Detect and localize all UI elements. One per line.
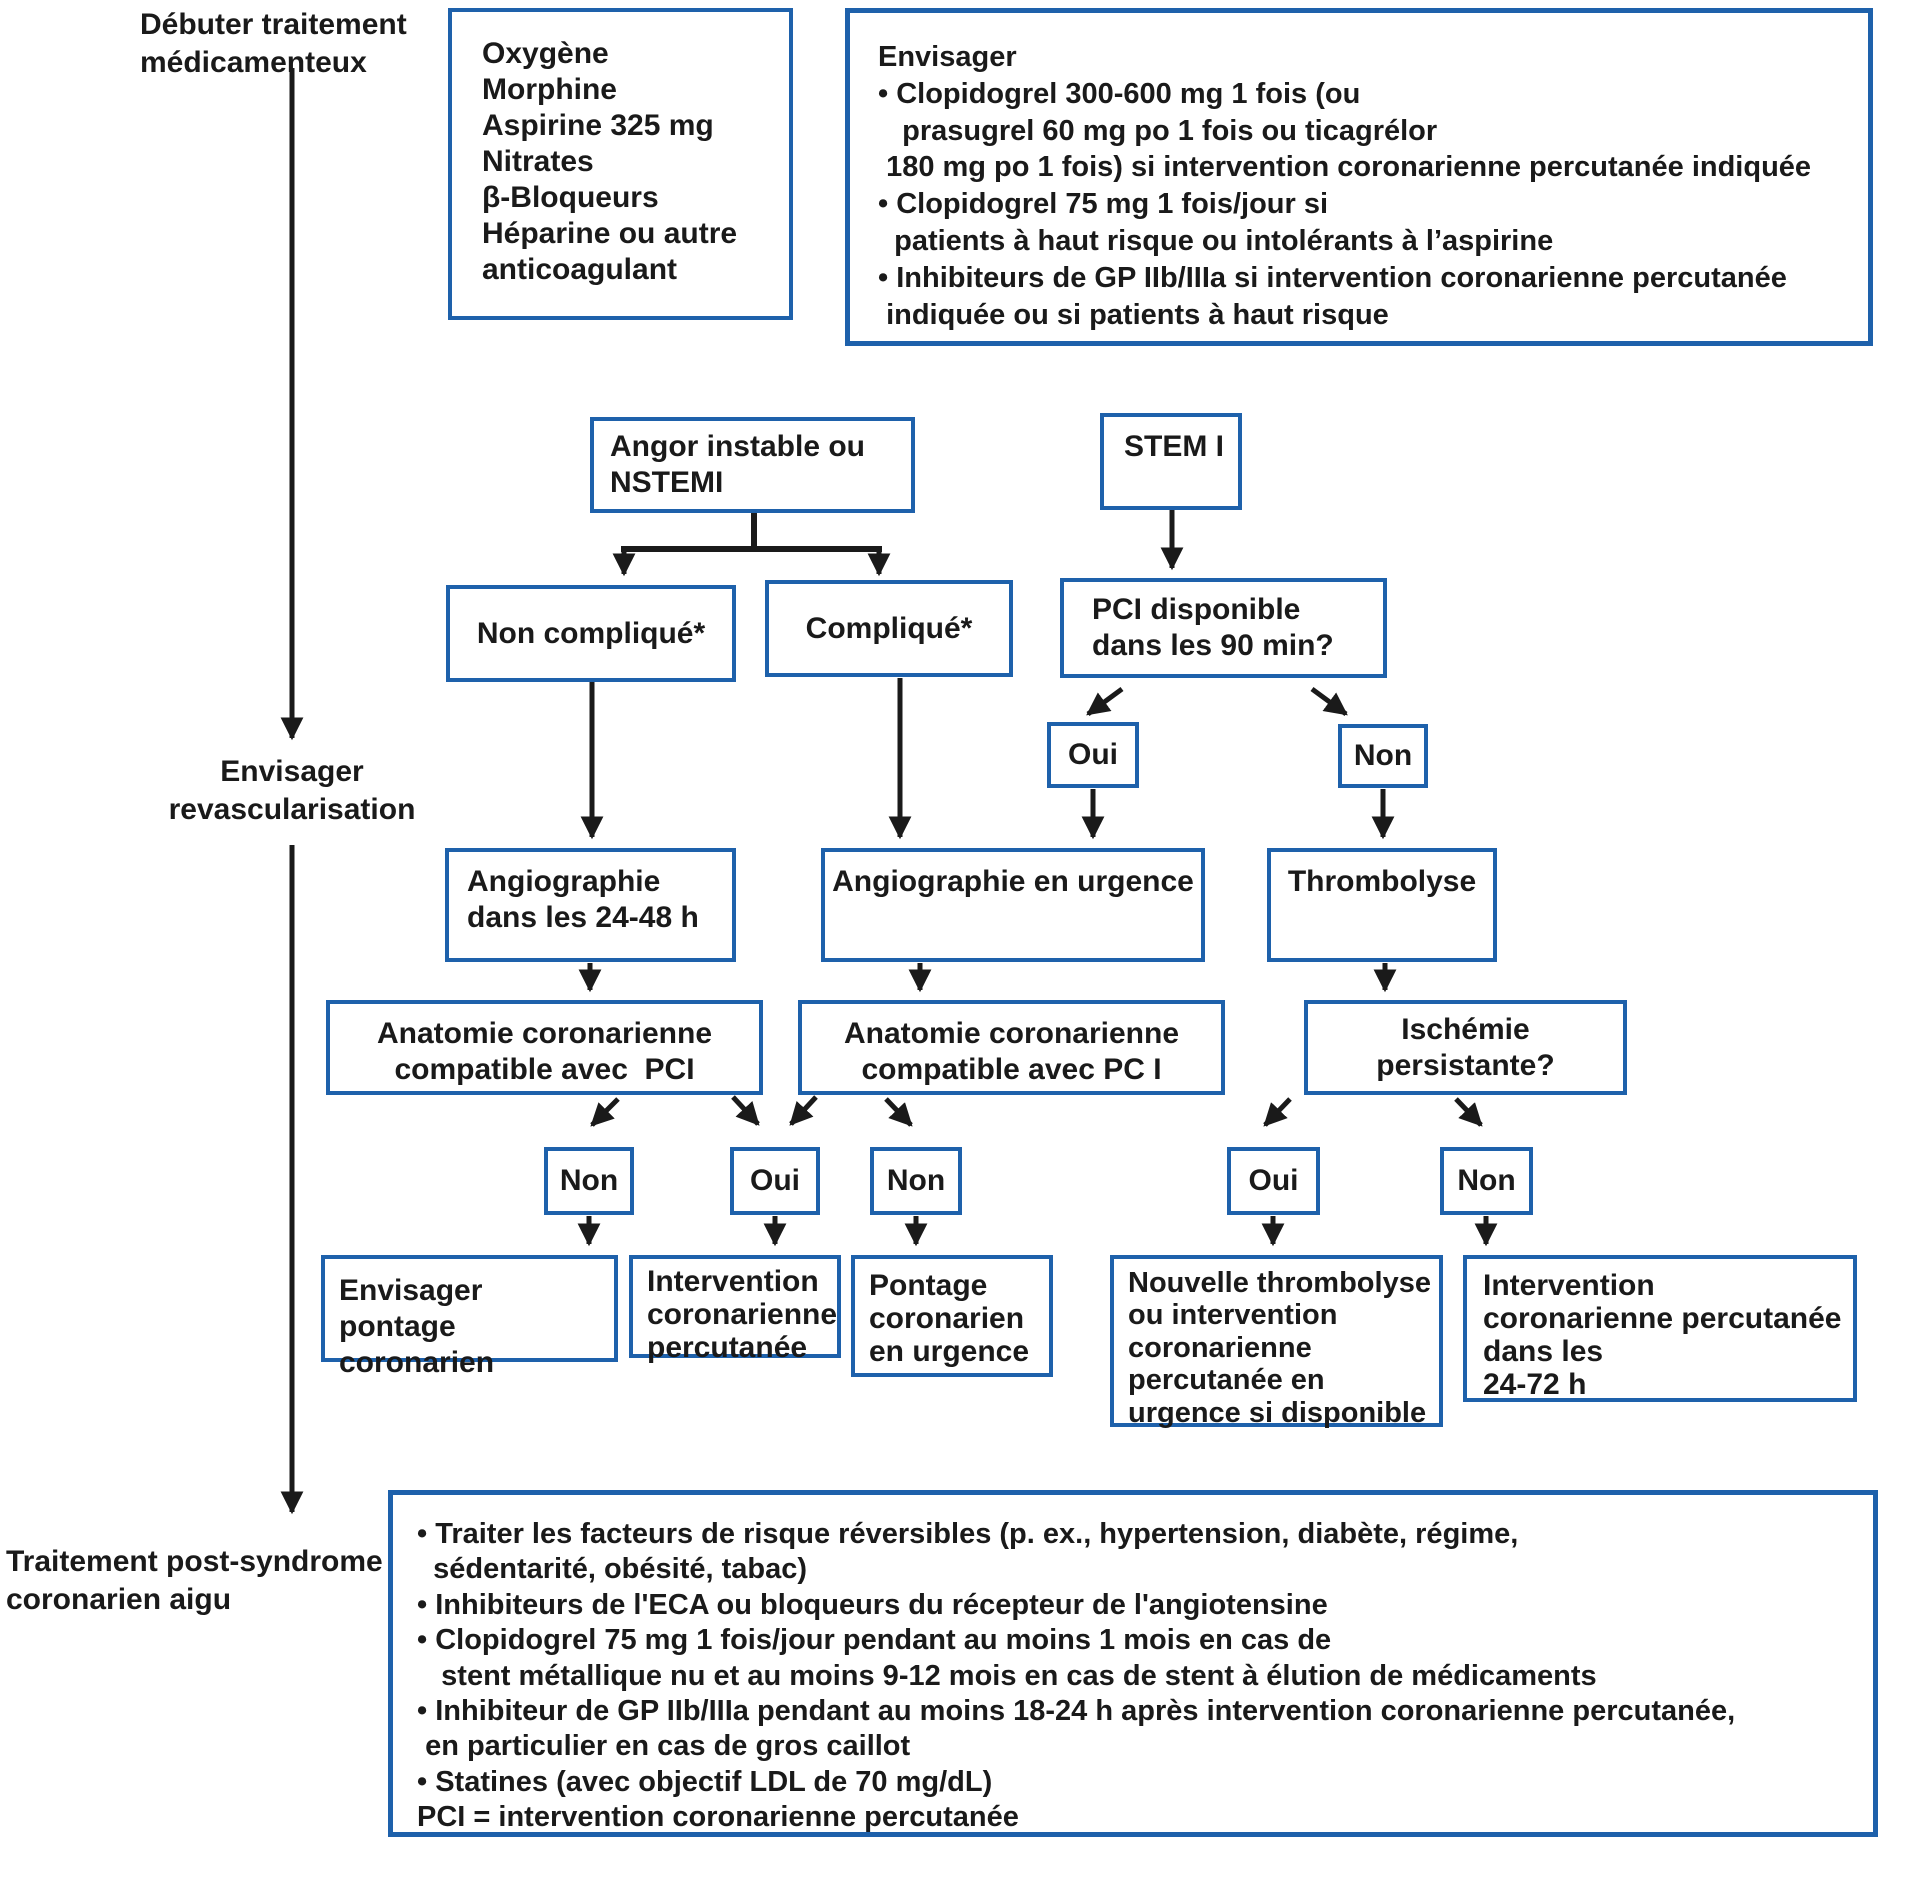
box-uncomplicated: Non compliqué* <box>446 585 736 682</box>
box-persistent-ischemia: Ischémie persistante? <box>1304 1000 1627 1095</box>
arrow-pci-to-oui <box>1086 686 1124 717</box>
arrow-anatomy2-to-oui <box>789 1095 818 1126</box>
box-medications: Oxygène Morphine Aspirine 325 mg Nitrate… <box>448 8 793 320</box>
box-pci-24-72: Intervention coronarienne percutanée dan… <box>1463 1255 1857 1402</box>
box-pci-oui: Oui <box>1047 722 1139 788</box>
stage-label-start-treatment: Débuter traitement médicamenteux <box>140 8 407 79</box>
box-anatomy-oui: Oui <box>730 1147 820 1215</box>
box-anatomy1-non: Non <box>544 1147 634 1215</box>
box-thrombolysis: Thrombolyse <box>1267 848 1497 962</box>
box-anatomy2-non: Non <box>870 1147 962 1215</box>
box-pci-available-90min: PCI disponible dans les 90 min? <box>1060 578 1387 678</box>
box-unstable-angina-nstemi: Angor instable ou NSTEMI <box>590 417 915 513</box>
box-complicated: Compliqué* <box>765 580 1013 677</box>
box-stemi: STEM I <box>1100 413 1242 510</box>
stage-label-consider-revascularization: Envisager revascularisation <box>168 755 416 826</box>
box-repeat-thrombolysis: Nouvelle thrombolyse ou intervention cor… <box>1110 1255 1443 1429</box>
box-urgent-cabg: Pontage coronarien en urgence <box>851 1255 1053 1377</box>
arrow-anatomy2-to-non <box>884 1097 913 1127</box>
arrow-anatomy1-to-non <box>590 1097 620 1127</box>
arrow-anatomy1-to-oui <box>731 1095 760 1126</box>
box-post-treatment: • Traiter les facteurs de risque réversi… <box>388 1490 1878 1837</box>
box-angiography-urgent: Angiographie en urgence <box>821 848 1205 962</box>
arrow-pci-to-non <box>1310 686 1348 717</box>
box-consider-cabg: Envisager pontage coronarien <box>321 1255 618 1379</box>
box-anatomy-compatible-pci-2: Anatomie coronarienne compatible avec PC… <box>798 1000 1225 1095</box>
box-ischemia-non: Non <box>1440 1147 1533 1215</box>
box-angiography-24-48: Angiographie dans les 24-48 h <box>445 848 736 962</box>
box-ischemia-oui: Oui <box>1227 1147 1320 1215</box>
box-consider-antiplatelets: Envisager • Clopidogrel 300-600 mg 1 foi… <box>845 8 1873 346</box>
box-pci-non: Non <box>1338 724 1428 788</box>
arrow-ischemia-to-oui <box>1263 1097 1292 1127</box>
box-pci-outcome: Intervention coronarienne percutanée <box>629 1255 841 1364</box>
box-anatomy-compatible-pci-1: Anatomie coronarienne compatible avec PC… <box>326 1000 763 1095</box>
arrow-ischemia-to-non <box>1454 1097 1483 1127</box>
stage-label-post-acs: Traitement post-syndrome coronarien aigu <box>6 1545 383 1616</box>
